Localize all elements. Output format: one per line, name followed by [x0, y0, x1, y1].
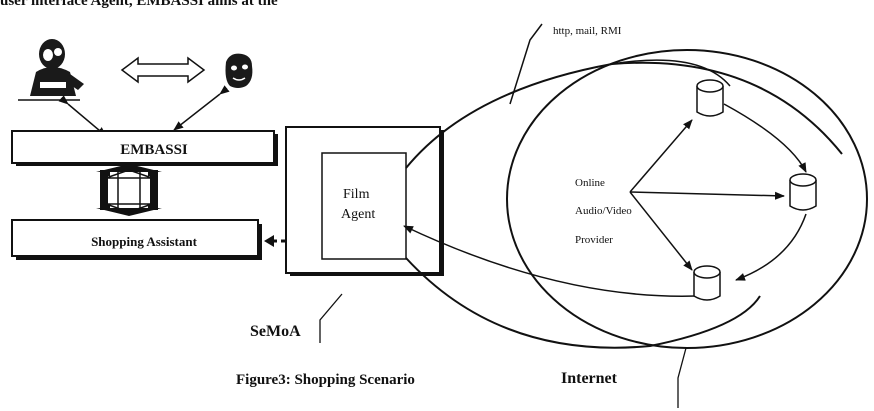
database-icon-top	[697, 80, 723, 116]
film-agent-box	[322, 153, 406, 259]
embassi-shopping-arrow	[96, 164, 162, 216]
provider-network	[404, 60, 806, 296]
database-icon-right	[790, 174, 816, 210]
film-agent-label-line1: Film	[343, 187, 369, 203]
shopping-assistant-label: Shopping Assistant	[30, 234, 258, 250]
protocols-label: http, mail, RMI	[553, 25, 621, 37]
user-person-icon	[18, 39, 84, 100]
semoa-label: SeMoA	[250, 323, 301, 341]
user-embassi-arrows	[68, 94, 220, 136]
database-icon-bottom	[694, 266, 720, 300]
figure-caption: Figure3: Shopping Scenario	[236, 372, 415, 389]
embassi-label: EMBASSI	[30, 142, 278, 159]
provider-label-line1: Online	[575, 177, 605, 189]
film-agent-label-line2: Agent	[341, 207, 375, 223]
semoa-pointer	[320, 294, 342, 343]
internet-pointer	[678, 348, 686, 408]
internet-label: Internet	[561, 370, 617, 388]
provider-label-line3: Provider	[575, 234, 613, 246]
header-text: user interface Agent, EMBASSI aims at th…	[0, 0, 278, 10]
bidirectional-hollow-arrow	[122, 58, 204, 82]
agent-face-icon	[226, 54, 253, 88]
provider-label-line2: Audio/Video	[575, 205, 632, 217]
